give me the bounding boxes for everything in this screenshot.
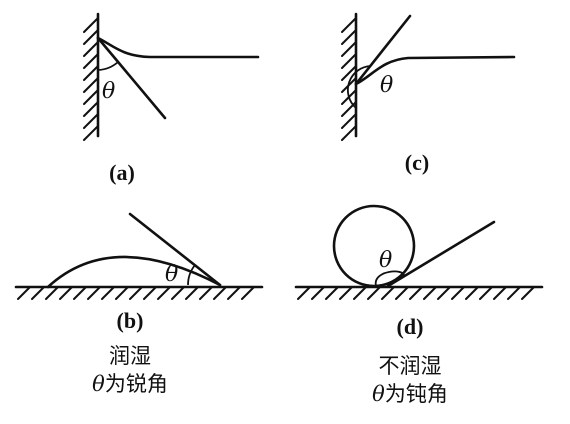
caption-non-wetting-text: 为钝角 bbox=[384, 382, 448, 406]
panel-a: θ (a) bbox=[83, 12, 260, 185]
panel-a-angle-arc bbox=[97, 61, 119, 71]
caption-non-wetting-angle: θ为钝角 bbox=[340, 380, 480, 408]
panel-c-liquid-surface bbox=[354, 55, 516, 86]
panel-a-wall-hatching bbox=[83, 17, 99, 141]
panel-d-surface-hatching bbox=[297, 286, 535, 300]
panel-d: θ (d) bbox=[294, 204, 544, 339]
panel-c-label: (c) bbox=[405, 150, 429, 175]
panel-c-tangent-line bbox=[354, 14, 412, 86]
panel-d-label: (d) bbox=[397, 314, 424, 339]
panel-b-tangent-line bbox=[128, 212, 222, 287]
panel-d-droplet-outline bbox=[332, 204, 416, 288]
panel-d-angle-arc bbox=[375, 270, 405, 287]
panel-b-surface-hatching bbox=[17, 286, 255, 300]
caption-non-wetting: 不润湿 θ为钝角 bbox=[340, 352, 480, 408]
caption-wetting-text: 为锐角 bbox=[104, 372, 168, 396]
panel-b-droplet-outline bbox=[46, 255, 222, 289]
caption-wetting: 润湿 θ为锐角 bbox=[60, 342, 200, 398]
caption-wetting-angle: θ为锐角 bbox=[60, 370, 200, 398]
caption-non-wetting-theta: θ bbox=[372, 382, 385, 406]
panel-c: θ (c) bbox=[341, 12, 516, 175]
panel-d-theta: θ bbox=[379, 248, 392, 273]
caption-wetting-title: 润湿 bbox=[109, 344, 151, 368]
panel-a-theta: θ bbox=[102, 79, 115, 104]
panel-a-label: (a) bbox=[109, 160, 135, 185]
panel-c-theta: θ bbox=[380, 73, 393, 98]
caption-wetting-theta: θ bbox=[92, 372, 105, 396]
panel-c-wall-hatching bbox=[341, 17, 357, 141]
panel-b: θ (b) bbox=[14, 212, 264, 333]
panel-a-tangent-line bbox=[96, 36, 167, 120]
panel-b-label: (b) bbox=[117, 308, 144, 333]
caption-non-wetting-title: 不润湿 bbox=[378, 354, 442, 378]
panel-a-liquid-surface bbox=[96, 36, 260, 59]
panel-b-theta: θ bbox=[165, 262, 178, 287]
panel-d-tangent-line bbox=[386, 220, 496, 288]
panel-c-angle-arc bbox=[346, 65, 372, 109]
panel-b-angle-arc bbox=[187, 264, 196, 286]
